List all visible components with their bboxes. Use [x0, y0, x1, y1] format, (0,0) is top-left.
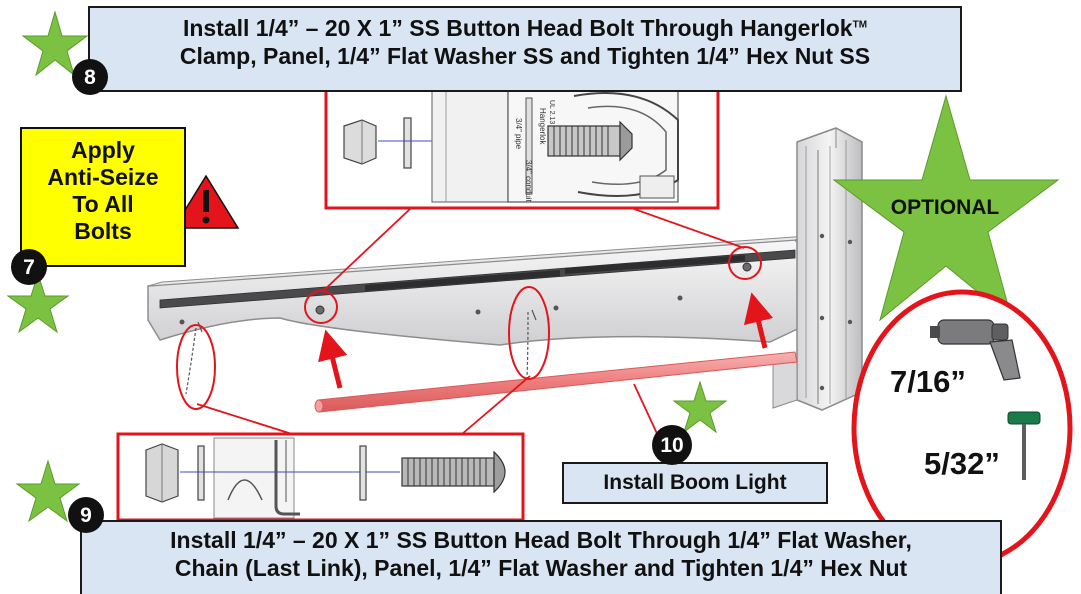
safety-chain-right [526, 309, 537, 379]
clamp-label-pipe: 3/4” pipe [514, 118, 523, 150]
step-9-callout: Install 1/4” – 20 X 1” SS Button Head Bo… [80, 520, 1002, 594]
install-arrows [318, 292, 774, 389]
step-7-line-3: To All [72, 190, 134, 217]
boom-light-tube [314, 351, 798, 413]
detail-connectors [196, 208, 745, 441]
step-8-line-1: Install 1/4” – 20 X 1” SS Button Head Bo… [182, 15, 868, 41]
hex-key-size-label: 5/32” [924, 446, 1000, 481]
step-7-line-2: Anti-Seize [47, 163, 159, 190]
step-7-note: Apply Anti-Seize To All Bolts [20, 127, 186, 267]
step-9-line-2: Chain (Last Link), Panel, 1/4” Flat Wash… [174, 555, 908, 582]
star-step-8 [21, 10, 89, 77]
star-step-9 [15, 459, 81, 523]
warning-triangle-icon [172, 174, 240, 229]
step-7-line-4: Bolts [74, 217, 132, 244]
star-step-10 [672, 380, 728, 434]
clamp-label-hangerlok: Hangerlok [538, 108, 547, 145]
optional-label: OPTIONAL [891, 196, 1000, 219]
wrench-size-label: 7/16” [890, 364, 966, 399]
clamp-label-conduit: 3/4” conduit [524, 160, 533, 203]
star-step-7 [6, 272, 70, 334]
bracket-arm [147, 235, 813, 346]
step-10-callout: Install Boom Light [562, 462, 828, 504]
trademark-mark: TM [852, 19, 868, 31]
step-7-line-1: Apply [71, 137, 135, 163]
hex-key-icon [1007, 411, 1041, 480]
impact-wrench-icon [930, 319, 1021, 381]
safety-chain-left [185, 321, 203, 395]
detail-highlights [176, 246, 762, 410]
mounting-post [772, 127, 863, 411]
optional-star: OPTIONAL [832, 94, 1060, 322]
chain-bolt-detail-inset [116, 432, 525, 522]
step-8-callout: Install 1/4” – 20 X 1” SS Button Head Bo… [88, 6, 962, 92]
clamp-label-ul: UL 2.13 [548, 100, 555, 124]
step-8-line-2: Clamp, Panel, 1/4” Flat Washer SS and Ti… [179, 43, 871, 70]
clamp-detail-inset: 3/4” pipe 3/4” conduit Hangerlok UL 2.13 [324, 80, 720, 210]
step-9-line-1: Install 1/4” – 20 X 1” SS Button Head Bo… [170, 527, 912, 553]
